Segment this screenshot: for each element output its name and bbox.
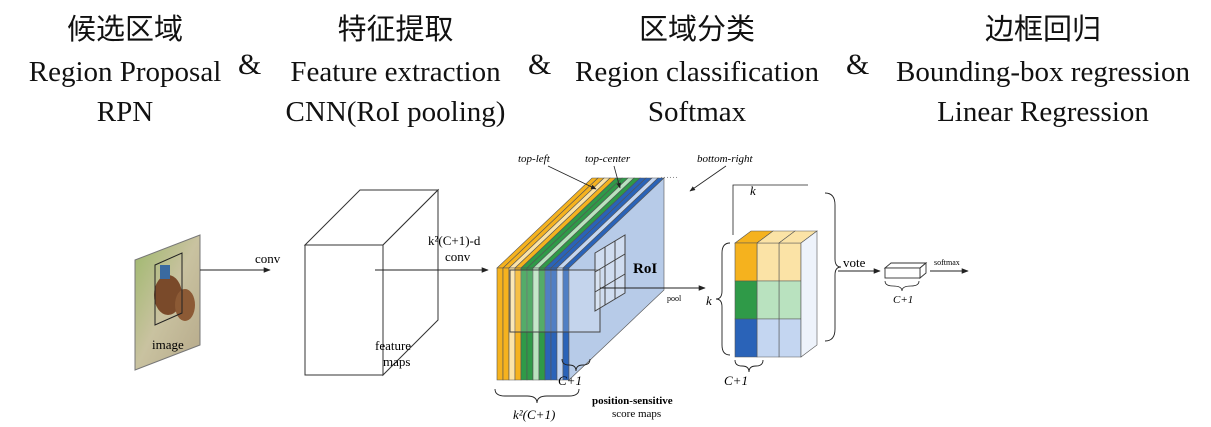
vote-label: vote xyxy=(843,255,866,270)
ps-label-1: position-sensitive xyxy=(592,395,673,407)
cube-cell xyxy=(778,242,802,282)
roi-grid xyxy=(509,234,626,333)
cube-side-face xyxy=(800,230,818,358)
kc1-label: k²(C+1) xyxy=(513,407,555,422)
feature-maps-box xyxy=(303,188,440,377)
ampersand-2: & xyxy=(528,48,552,81)
ps-label-2: score maps xyxy=(612,408,661,420)
header-en: Feature extraction xyxy=(290,56,501,88)
cube-front-cell xyxy=(734,280,758,320)
header-method: Linear Regression xyxy=(937,96,1149,128)
header-region-classification: 区域分类 Region classification Softmax xyxy=(556,6,838,132)
ampersand-1: & xyxy=(238,48,262,81)
cube-front-cell xyxy=(734,318,758,358)
feature-label-2: maps xyxy=(383,354,410,369)
pooled-cube xyxy=(734,230,818,358)
cube-cell xyxy=(756,318,780,358)
cube-cell xyxy=(778,318,802,358)
bottom-right-label: bottom-right xyxy=(697,153,754,165)
c1-stack-label: C+1 xyxy=(558,373,582,388)
header-feature-extraction: 特征提取 Feature extraction CNN(RoI pooling) xyxy=(268,6,523,132)
roi-label: RoI xyxy=(633,261,657,277)
dots-label: …… xyxy=(660,170,678,180)
c1-cube-label: C+1 xyxy=(724,373,748,388)
kconv-label-2: conv xyxy=(445,249,471,264)
kconv-label-1: k²(C+1)-d xyxy=(428,233,481,248)
softmax-label: softmax xyxy=(934,258,960,267)
image-label: image xyxy=(152,337,184,352)
header-method: RPN xyxy=(96,96,154,128)
feature-label-1: feature xyxy=(375,338,411,353)
header-cn: 边框回归 xyxy=(984,12,1101,46)
header-en: Region classification xyxy=(574,56,820,88)
pool-label: pool xyxy=(667,294,682,303)
top-center-label: top-center xyxy=(585,153,631,165)
rfcn-diagram: image conv feature maps k²(C+1)-d conv R… xyxy=(134,153,969,422)
k-side-label: k xyxy=(706,293,712,308)
cube-front-cell xyxy=(734,242,758,282)
cube-cell xyxy=(778,280,802,320)
score-map-slice xyxy=(502,267,510,381)
score-map-slice xyxy=(496,267,504,381)
header-method: Softmax xyxy=(647,96,747,128)
header-cn: 特征提取 xyxy=(337,12,454,46)
conv-label: conv xyxy=(255,251,281,266)
header-method: CNN(RoI pooling) xyxy=(285,96,506,128)
k-top-label: k xyxy=(750,183,756,198)
class-score-vector xyxy=(883,262,928,279)
header-bbox-regression: 边框回归 Bounding-box regression Linear Regr… xyxy=(878,6,1208,132)
header-region-proposal: 候选区域 Region Proposal RPN xyxy=(10,6,240,132)
cube-cell xyxy=(756,242,780,282)
top-left-label: top-left xyxy=(518,153,551,165)
cube-cell xyxy=(756,280,780,320)
header-cn: 区域分类 xyxy=(638,12,755,46)
header-en: Bounding-box regression xyxy=(896,56,1190,88)
ampersand-3: & xyxy=(846,48,870,81)
header-cn: 候选区域 xyxy=(66,12,183,46)
input-image xyxy=(134,234,201,371)
c1-vote-label: C+1 xyxy=(893,294,913,306)
header-en: Region Proposal xyxy=(28,56,222,88)
